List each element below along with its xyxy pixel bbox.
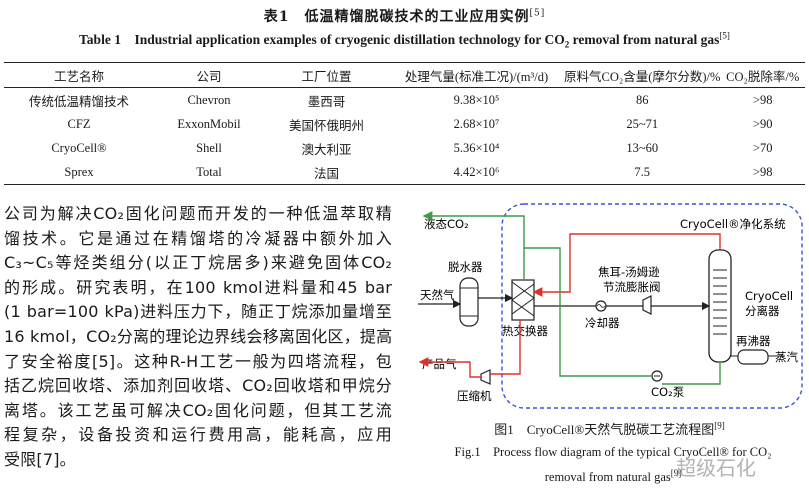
table-row: CFZ ExxonMobil 美国怀俄明州 2.68×10⁷ 25~71 >90: [4, 112, 805, 136]
cell-removal: >98: [752, 164, 773, 179]
figure-caption-en-line-2: removal from natural gas[9]: [544, 468, 682, 485]
cryocell-separator-column: [708, 249, 732, 363]
table-row: Sprex Total 法国 4.42×10⁶ 7.5 >98: [4, 160, 805, 185]
col-header-location: 工厂位置: [301, 69, 352, 84]
label-jt-valve-1: 焦耳-汤姆逊: [598, 265, 660, 279]
col-header-removal: CO₂脱除率/%: [726, 69, 800, 84]
cell-co2-content: 25~71: [626, 116, 659, 131]
cell-process: CFZ: [67, 116, 91, 131]
cell-location: 美国怀俄明州: [288, 118, 364, 133]
label-system: CryoCell®净化系统: [680, 217, 786, 231]
label-separator-2: 分离器: [745, 304, 780, 318]
label-dehydrator: 脱水器: [448, 260, 483, 274]
cell-capacity: 5.36×10⁴: [453, 140, 500, 155]
cell-co2-content: 7.5: [634, 164, 651, 179]
paragraph-line: 离塔。该工艺虽可解决CO₂固化问题，但其工艺流: [4, 400, 392, 420]
col-header-capacity: 处理气量(标准工况)/(m³/d): [404, 69, 549, 84]
watermark: 超级石化: [676, 456, 756, 480]
cell-location: 墨西哥: [307, 94, 346, 109]
cell-company: Total: [196, 164, 222, 179]
overhead-gas-line: [532, 233, 721, 297]
table-row: 传统低温精馏技术 Chevron 墨西哥 9.38×10⁵ 86 >98: [4, 88, 805, 113]
label-co2-pump: CO₂泵: [651, 385, 685, 399]
cell-capacity: 4.42×10⁶: [453, 164, 500, 179]
cell-capacity: 9.38×10⁵: [453, 92, 500, 107]
label-cooler: 冷却器: [585, 316, 620, 330]
body-paragraph: 公司为解决CO₂固化问题而开发的一种低温萃取精 馏技术。它是通过在精馏塔的冷凝器…: [4, 202, 392, 473]
figure-caption-en-line-1: Fig.1 Process flow diagram of the typica…: [454, 445, 772, 459]
compressor-unit: [480, 369, 491, 385]
co2-pump-unit: [651, 370, 663, 382]
label-natural-gas: 天然气: [420, 288, 455, 302]
cell-capacity: 2.68×10⁷: [453, 116, 500, 131]
label-reboiler: 再沸器: [736, 334, 771, 348]
paragraph-line: 公司为解决CO₂固化问题而开发的一种低温萃取精: [4, 204, 392, 223]
paragraph-line: 馏技术。它是通过在精馏塔的冷凝器中额外加入: [4, 228, 392, 248]
co2-bottoms-line: [523, 247, 721, 385]
cell-location: 澳大利亚: [301, 142, 352, 157]
cell-company: Chevron: [187, 92, 231, 107]
col-header-company: 公司: [196, 69, 222, 84]
reboiler-unit: [737, 349, 769, 365]
application-table: 工艺名称 公司 工厂位置 处理气量(标准工况)/(m³/d) 原料气CO₂含量(…: [4, 62, 805, 185]
paragraph-line: 程复杂，设备投资和运行费用高，能耗高，应用: [4, 425, 392, 445]
table-header-row: 工艺名称 公司 工厂位置 处理气量(标准工况)/(m³/d) 原料气CO₂含量(…: [4, 62, 805, 88]
cell-removal: >98: [752, 92, 773, 107]
table-caption-en: Table 1 Industrial application examples …: [79, 30, 730, 50]
col-header-co2-content: 原料气CO₂含量(摩尔分数)/%: [564, 69, 721, 84]
paragraph-line: 的形成。研究表明，在100 kmol进料量和45 bar: [4, 277, 392, 297]
dehydrator-vessel: [459, 277, 479, 327]
label-compressor: 压缩机: [457, 389, 492, 403]
label-separator-1: CryoCell: [745, 289, 793, 303]
liquid-co2-out-line: [422, 211, 525, 248]
cell-co2-content: 13~60: [626, 140, 659, 155]
cell-process: CryoCell®: [51, 140, 107, 155]
paragraph-line: 括乙烷回收塔、添加剂回收塔、CO₂回收塔和甲烷分: [4, 376, 392, 396]
cell-removal: >70: [752, 140, 773, 155]
table-caption-cn: 表1 低温精馏脱碳技术的工业应用实例[5]: [263, 8, 546, 25]
col-header-process: 工艺名称: [53, 69, 104, 84]
cell-location: 法国: [313, 166, 339, 181]
cell-company: Shell: [196, 140, 222, 155]
cell-process: 传统低温精馏技术: [28, 94, 129, 109]
label-jt-valve-2: 节流膨胀阀: [603, 280, 661, 294]
label-heat-exchanger: 热交换器: [502, 324, 548, 338]
expansion-valve: [642, 295, 652, 315]
cooler-unit: [595, 300, 607, 312]
label-liquid-co2: 液态CO₂: [424, 217, 469, 231]
cell-removal: >90: [752, 116, 773, 131]
label-steam: 蒸汽: [775, 350, 798, 364]
product-gas-line: [490, 320, 521, 375]
paragraph-line: 了安全裕度[5]。这种R-H工艺一般为四塔流程，包: [4, 351, 392, 371]
label-product-gas: 产品气: [422, 357, 457, 371]
table-row: CryoCell® Shell 澳大利亚 5.36×10⁴ 13~60 >70: [4, 136, 805, 160]
paragraph-line: 16 kmol，CO₂分离的理论边界线会移离固化区，提高: [4, 326, 393, 346]
product-gas-out-line: [418, 357, 481, 378]
cell-process: Sprex: [64, 164, 94, 179]
figure-caption-en: Fig.1 Process flow diagram of the typica…: [428, 442, 798, 488]
paragraph-line: C₃~C₅等烃类组分(以正丁烷居多)来避免固体CO₂: [4, 253, 392, 273]
cryocell-system-boundary: [501, 203, 803, 409]
paragraph-line: 受限[7]。: [4, 449, 76, 469]
process-flow-diagram: 液态CO₂ CryoCell®净化系统 脱水器 天然气 焦耳-汤姆逊 节流膨胀阀…: [418, 203, 803, 409]
figure-caption-cn: 图1 CryoCell®天然气脱碳工艺流程图[9]: [494, 420, 725, 437]
cell-company: ExxonMobil: [177, 116, 241, 131]
paragraph-line: (1 bar=100 kPa)进料压力下，随正丁烷添加量增至: [4, 302, 392, 322]
heat-exchanger-unit: [511, 279, 535, 321]
cell-co2-content: 86: [635, 92, 649, 107]
